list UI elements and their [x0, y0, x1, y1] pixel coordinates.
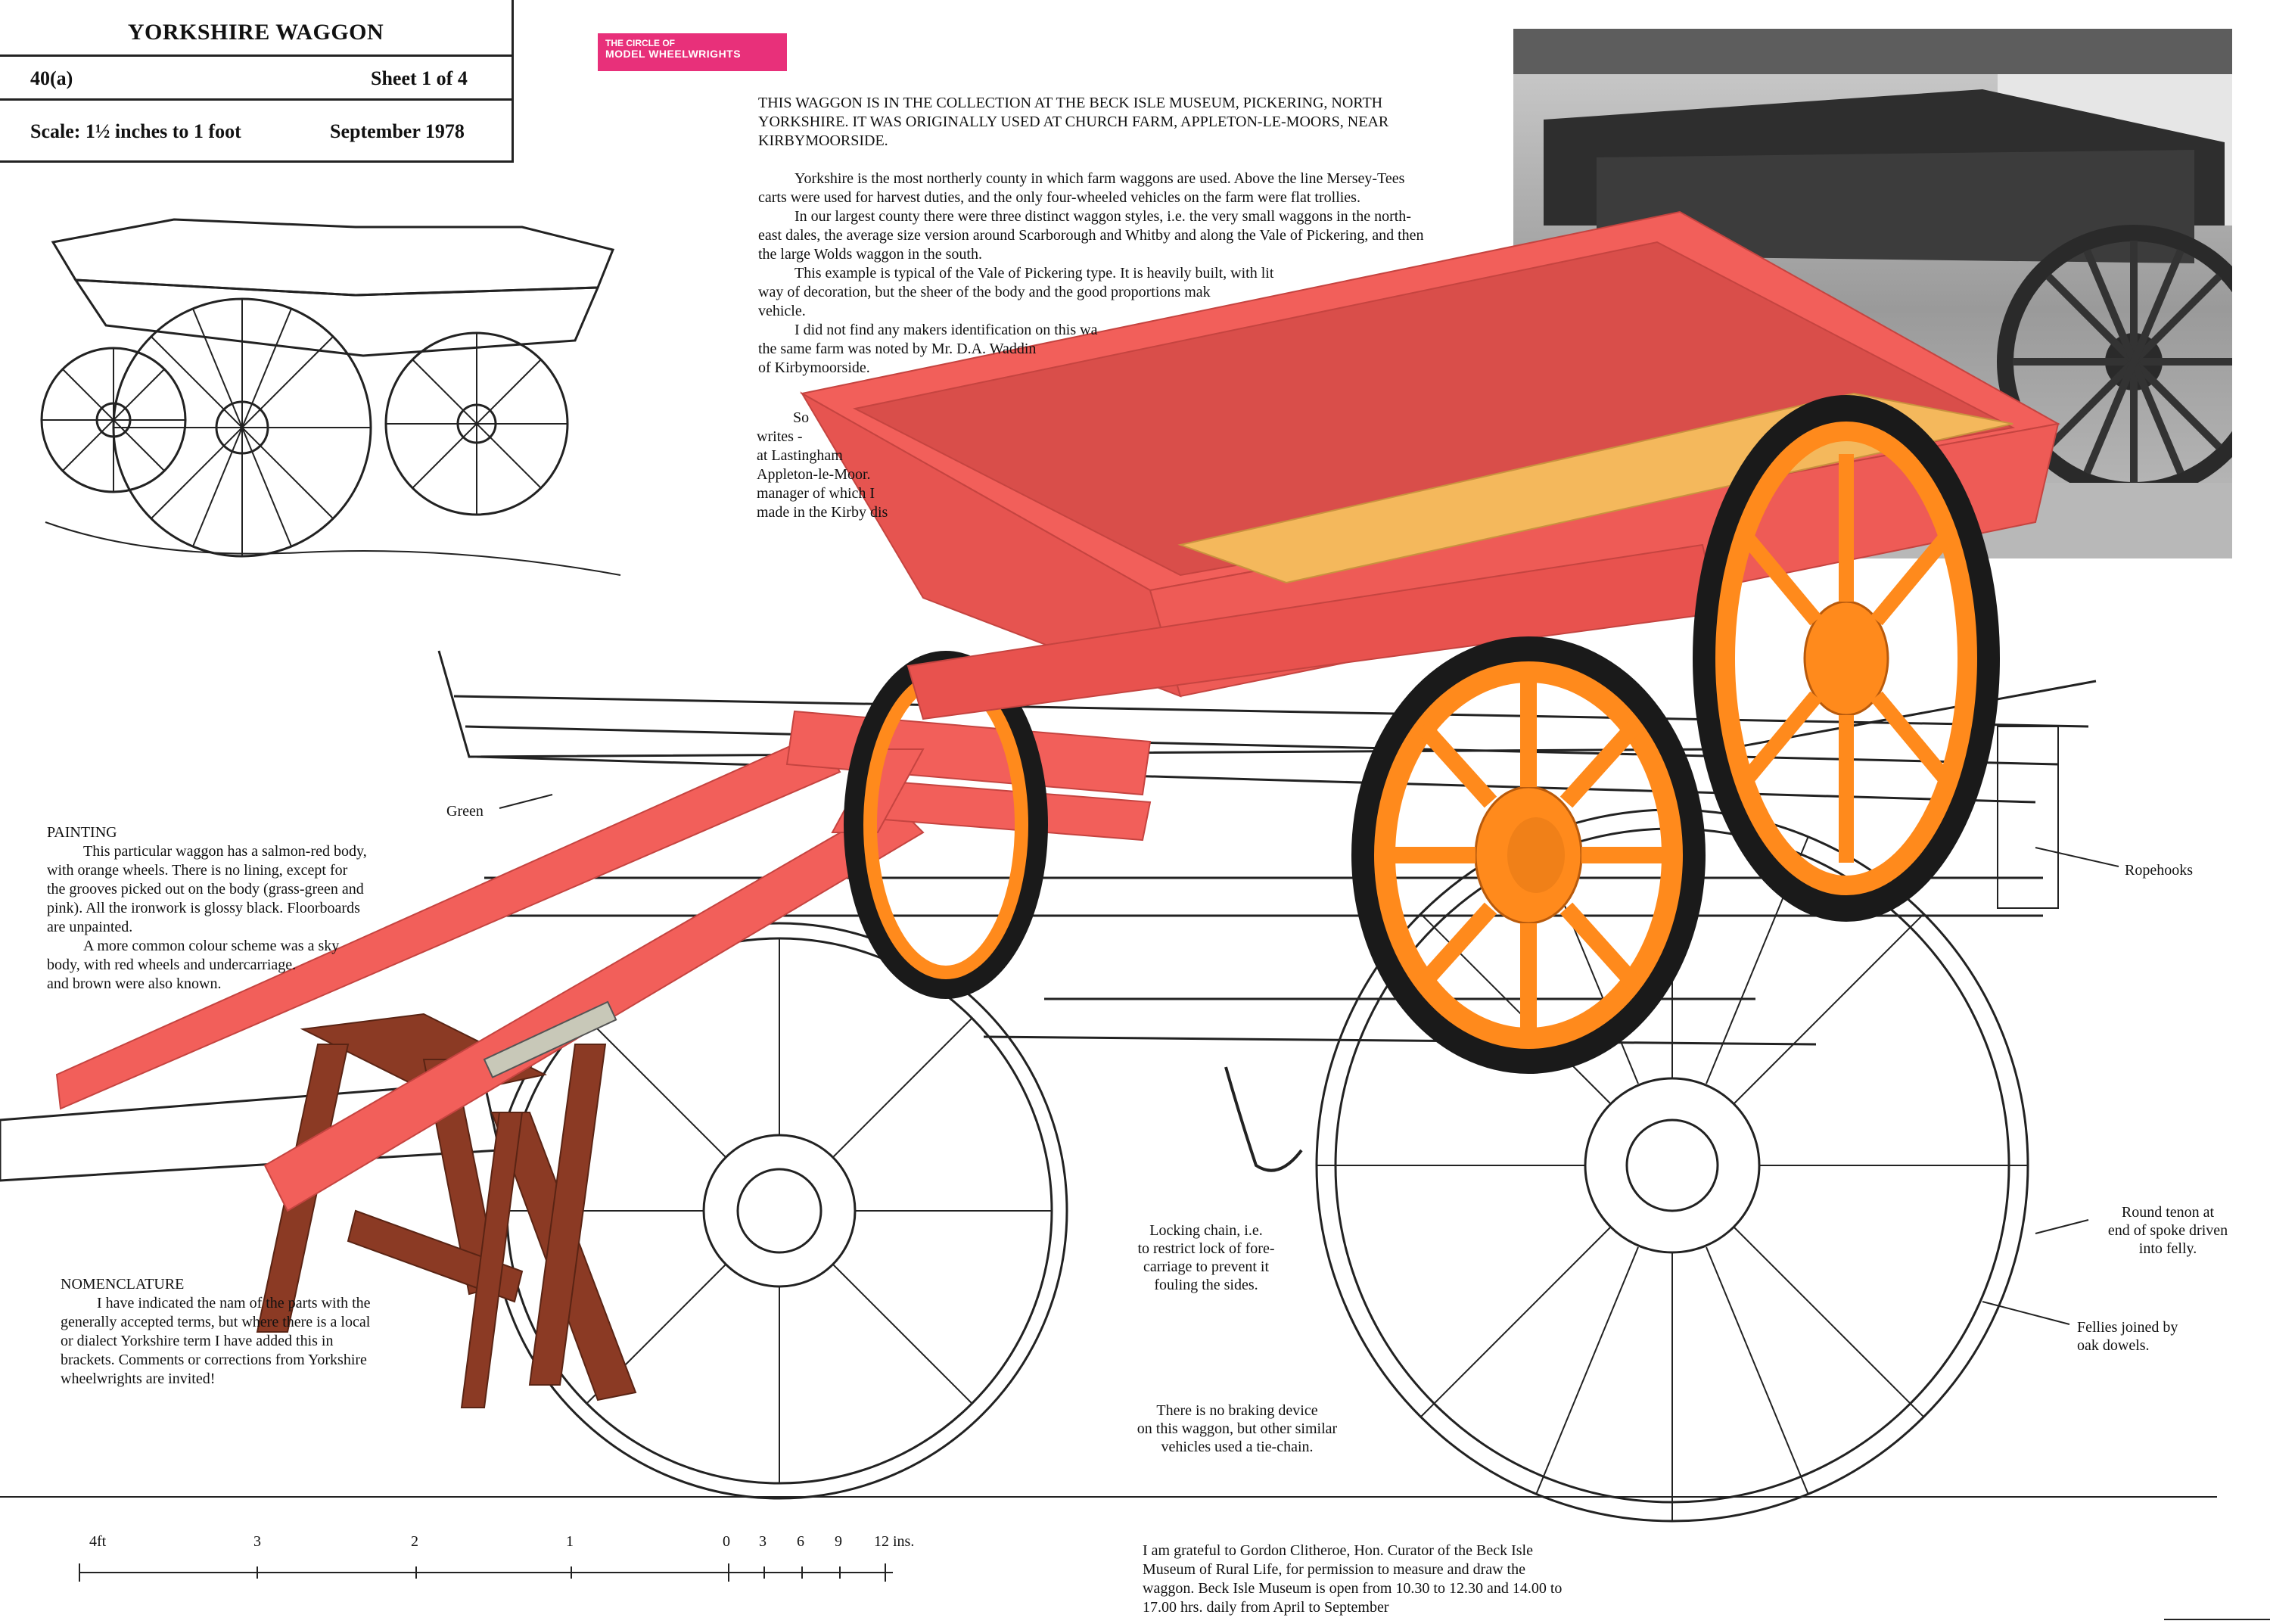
nomenclature-heading: NOMENCLATURE	[61, 1276, 185, 1293]
intro-paragraph-1: Yorkshire is the most northerly county i…	[758, 170, 1405, 206]
painting-line-1: This particular waggon has a salmon-red …	[83, 843, 367, 860]
label-tenon-line-3: into felly.	[2138, 1240, 2197, 1257]
nomenclature-line-2: generally accepted terms, but where ther…	[61, 1314, 371, 1330]
plan-number: 40(a)	[30, 67, 73, 89]
rear-wheel-right	[1693, 395, 2000, 922]
label-brake-line-3: vehicles used a tie-chain.	[1161, 1439, 1314, 1455]
label-braking: There is no braking device on this waggo…	[1112, 1402, 1362, 1456]
scale-bar	[79, 1563, 893, 1582]
label-ropehooks: Ropehooks	[2125, 862, 2193, 879]
shafts	[55, 710, 1152, 1212]
sheet-number: Sheet 1 of 4	[371, 67, 468, 89]
scale-tick-1ft: 1	[566, 1533, 574, 1550]
acknowledgement: I am grateful to Gordon Clitheroe, Hon. …	[1143, 1542, 1672, 1617]
intro-fragment-6: made in the Kirby dis	[757, 504, 888, 521]
intro-paragraph-3: This example is typical of the Vale of P…	[794, 265, 1274, 282]
painting-heading: PAINTING	[47, 824, 117, 841]
intro-fragment-5: manager of which I	[757, 485, 875, 502]
intro-fragment-3: at Lastingham	[757, 447, 843, 464]
waggon-body	[800, 210, 2060, 720]
painting-line-8: and brown were also known.	[47, 975, 222, 992]
label-chain-line-3: carriage to prevent it	[1143, 1258, 1270, 1275]
nomenclature-section: NOMENCLATURE I have indicated the nam of…	[61, 1275, 454, 1389]
society-badge: THE CIRCLE OF MODEL WHEELWRIGHTS	[598, 33, 787, 71]
thanks-line-2: Museum of Rural Life, for permission to …	[1143, 1561, 1525, 1578]
waggon-3d-model	[55, 210, 2060, 1408]
title-block-row-sheet: 40(a) Sheet 1 of 4	[0, 54, 512, 101]
label-brake-line-2: on this waggon, but other similar	[1137, 1420, 1338, 1437]
painting-line-6: A more common colour scheme was a sky	[83, 938, 340, 954]
label-locking-chain: Locking chain, i.e. to restrict lock of …	[1130, 1221, 1282, 1294]
scale-tick-6in: 6	[797, 1533, 804, 1550]
intro-paragraph-4: I did not find any makers identification…	[794, 322, 1098, 338]
painting-line-7: body, with red wheels and undercarriage.	[47, 957, 297, 973]
badge-line-1: THE CIRCLE OF	[605, 38, 675, 48]
title-block: YORKSHIRE WAGGON 40(a) Sheet 1 of 4 Scal…	[0, 0, 514, 163]
scale-tick-12in: 12 ins.	[874, 1533, 915, 1550]
waggon-sketch	[40, 218, 621, 576]
label-fellies-line-2: oak dowels.	[2077, 1337, 2150, 1354]
nomenclature-line-4: brackets. Comments or corrections from Y…	[61, 1352, 367, 1368]
intro-paragraph-4b: the same farm was noted by Mr. D.A. Wadd…	[758, 341, 1037, 357]
label-tenon-line-1: Round tenon at	[2121, 1204, 2215, 1221]
front-wheel	[1351, 636, 1706, 1074]
plan-date: September 1978	[330, 120, 465, 142]
nomenclature-line-3: or dialect Yorkshire term I have added t…	[61, 1333, 334, 1349]
nomenclature-line-1b: of the parts with the	[249, 1295, 371, 1311]
intro-paragraph-2: In our largest county there were three d…	[758, 208, 1424, 263]
scale-tick-3ft: 3	[253, 1533, 261, 1550]
label-chain-line-4: fouling the sides.	[1154, 1277, 1258, 1293]
intro-text: THIS WAGGON IS IN THE COLLECTION AT THE …	[758, 94, 1424, 378]
thanks-line-3: waggon. Beck Isle Museum is open from 10…	[1143, 1580, 1563, 1597]
label-tenon-line-2: end of spoke driven	[2107, 1222, 2228, 1239]
intro-fragment-1: So	[793, 409, 810, 426]
scale-tick-3in: 3	[759, 1533, 767, 1550]
title-block-row-scale: Scale: 1½ inches to 1 foot September 197…	[0, 98, 512, 161]
thanks-line-4: 17.00 hrs. daily from April to September	[1143, 1599, 1389, 1616]
painting-line-2: with orange wheels. There is no lining, …	[47, 862, 348, 879]
label-chain-line-2: to restrict lock of fore-	[1137, 1240, 1275, 1257]
label-round-tenon: Round tenon at end of spoke driven into …	[2100, 1203, 2236, 1258]
intro-paragraph-3b: way of decoration, but the sheer of the …	[758, 284, 1211, 300]
scale-tick-2ft: 2	[411, 1533, 418, 1550]
plan-scale: Scale: 1½ inches to 1 foot	[30, 120, 241, 142]
scale-tick-9in: 9	[835, 1533, 842, 1550]
painting-line-4: pink). All the ironwork is glossy black.…	[47, 900, 360, 916]
scale-tick-0: 0	[723, 1533, 730, 1550]
intro-paragraph-4c: of Kirbymoorside.	[758, 359, 870, 376]
nomenclature-line-5: wheelwrights are invited!	[61, 1370, 216, 1387]
intro-fragments: So writes - at Lastingham Appleton-le-Mo…	[757, 409, 923, 522]
painting-section: PAINTING This particular waggon has a sa…	[47, 823, 456, 994]
painting-line-3: the grooves picked out on the body (gras…	[47, 881, 364, 898]
intro-caps: THIS WAGGON IS IN THE COLLECTION AT THE …	[758, 95, 1389, 149]
badge-line-2: MODEL WHEELWRIGHTS	[605, 48, 742, 60]
label-green: Green	[446, 803, 484, 820]
label-chain-line-1: Locking chain, i.e.	[1149, 1222, 1263, 1239]
label-fellies-line-1: Fellies joined by	[2077, 1319, 2178, 1336]
painting-line-5: are unpainted.	[47, 919, 133, 935]
plan-title: YORKSHIRE WAGGON	[127, 20, 384, 45]
nomenclature-line-1a: I have indicated the nam	[97, 1295, 246, 1311]
label-fellies: Fellies joined by oak dowels.	[2077, 1318, 2178, 1355]
label-brake-line-1: There is no braking device	[1156, 1402, 1318, 1419]
scale-tick-4ft: 4ft	[89, 1533, 107, 1550]
thanks-line-1: I am grateful to Gordon Clitheroe, Hon. …	[1143, 1542, 1533, 1559]
intro-fragment-2: writes -	[757, 428, 803, 445]
intro-fragment-4: Appleton-le-Moor.	[757, 466, 871, 483]
intro-paragraph-3c: vehicle.	[758, 303, 806, 319]
